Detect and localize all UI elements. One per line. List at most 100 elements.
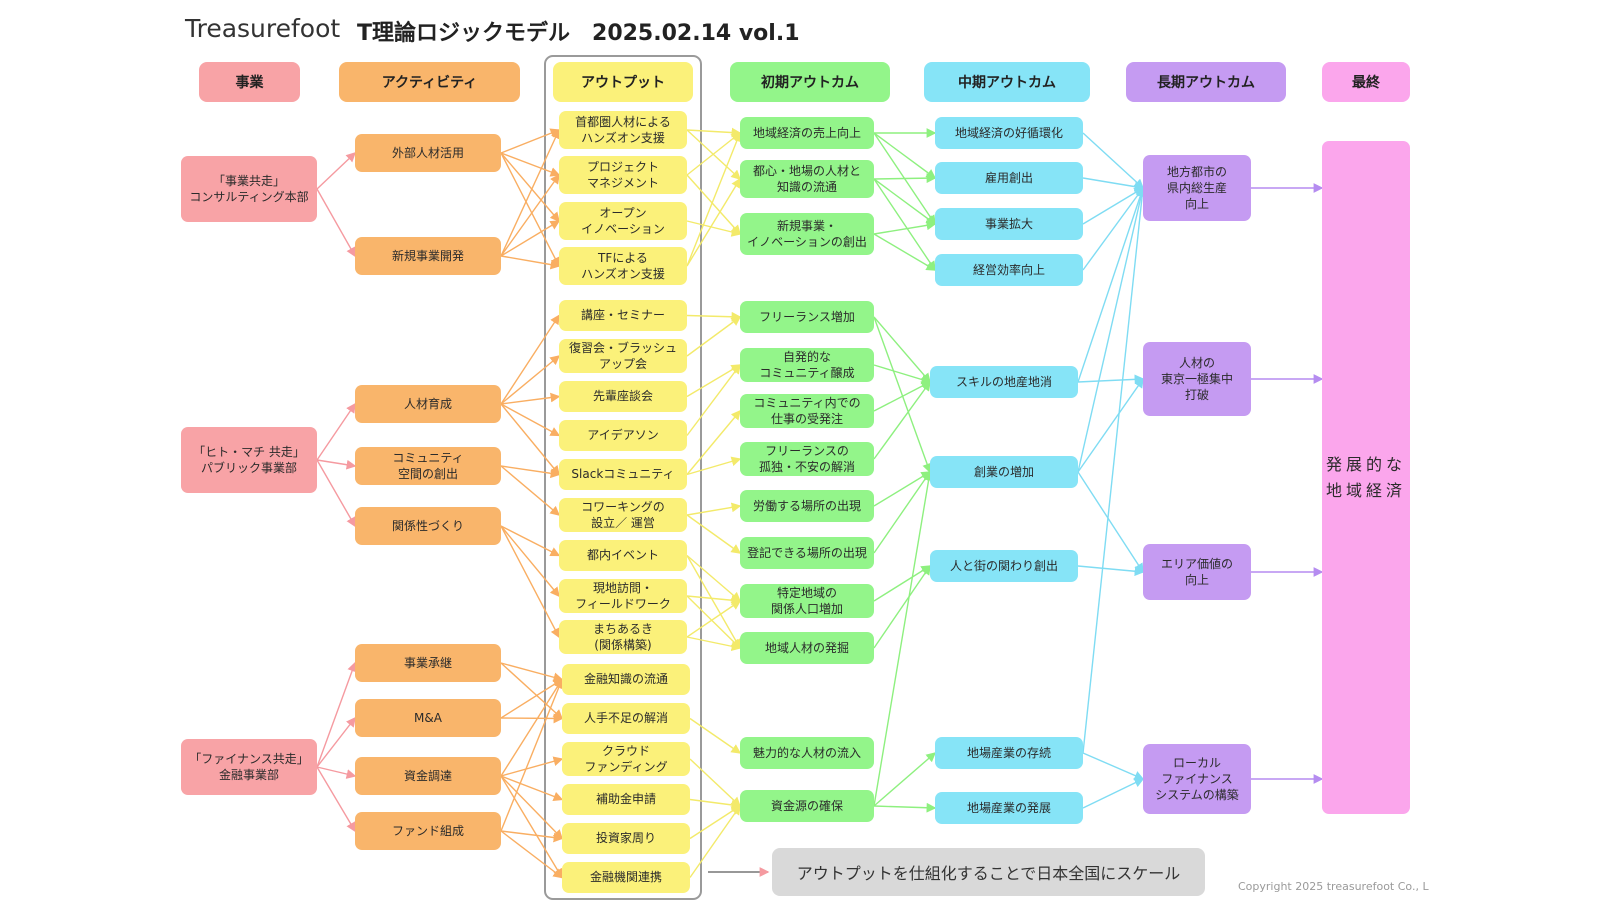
connector-I11-M7 <box>873 564 931 649</box>
connector-M6-L1 <box>1077 186 1146 473</box>
output-metro-handson: 首都圏人材による ハンズオン支援 <box>559 111 687 149</box>
connector-O11-I10 <box>686 554 742 602</box>
initial-regional-sales: 地域経済の売上向上 <box>740 117 874 149</box>
connector-O13-I10 <box>686 600 742 638</box>
connector-I13-M8 <box>873 752 937 807</box>
connector-M8-L4 <box>1082 752 1145 781</box>
connector-A3-O9 <box>500 403 560 476</box>
connector-O3-I3 <box>686 220 742 237</box>
column-header-output: アウトプット <box>553 62 693 102</box>
connector-M4-L1 <box>1082 186 1144 271</box>
mid-local-industry-survival: 地場産業の存続 <box>935 737 1083 769</box>
connector-I10-M7 <box>873 565 932 602</box>
connector-A2-O4 <box>500 255 561 270</box>
connector-A1-O2 <box>500 152 561 177</box>
column-header-long-outcome: 長期アウトカム <box>1126 62 1286 102</box>
output-ideathon: アイデアソン <box>559 420 687 451</box>
output-seminar: 講座・セミナー <box>559 300 687 331</box>
connector-O9-I7 <box>686 456 742 476</box>
activity-new-business: 新規事業開発 <box>355 237 501 275</box>
activity-external-talent: 外部人材活用 <box>355 134 501 172</box>
output-senior-talk: 先輩座談会 <box>559 381 687 412</box>
connector-A8-O19 <box>500 775 563 879</box>
column-header-activity: アクティビティ <box>339 62 520 102</box>
connector-B3-A7 <box>316 716 356 768</box>
connector-O2-I1 <box>686 132 742 176</box>
long-regional-gdp: 地方都市の 県内総生産 向上 <box>1143 155 1251 221</box>
connector-O12-I10 <box>686 595 742 606</box>
connector-I6-M5 <box>873 381 932 412</box>
output-tf-handson: TFによる ハンズオン支援 <box>559 247 687 285</box>
initial-freelance-isolation: フリーランスの 孤独・不安の解消 <box>740 442 874 476</box>
initial-workplace: 労働する場所の出現 <box>740 490 874 522</box>
connector-I2-M4 <box>873 178 936 272</box>
activity-fund-formation: ファンド組成 <box>355 812 501 850</box>
connector-A2-O2 <box>500 173 560 257</box>
mid-startup-increase: 創業の増加 <box>930 456 1078 488</box>
connector-B1-A1 <box>316 152 357 190</box>
activity-m-and-a: M&A <box>355 699 501 737</box>
connector-A5-O13 <box>500 525 560 639</box>
connector-O1-I1 <box>686 127 742 138</box>
connector-O12-I11 <box>686 595 741 649</box>
connector-O19-I13 <box>689 804 741 878</box>
connector-O18-I13 <box>689 805 742 840</box>
connector-O11-I11 <box>686 555 741 650</box>
connector-O16-I13 <box>689 758 742 807</box>
connector-A8-O14 <box>500 678 563 777</box>
connector-I2-M3 <box>873 178 937 225</box>
output-bank-partnership: 金融機関連携 <box>562 862 690 893</box>
connector-B1-A2 <box>316 188 356 258</box>
connector-M9-L4 <box>1082 778 1145 809</box>
initial-related-population: 特定地域の 関係人口増加 <box>740 584 874 618</box>
connector-A7-O14 <box>500 678 564 719</box>
connector-A3-O6 <box>500 355 561 405</box>
connector-M6-L3 <box>1077 471 1144 574</box>
column-header-final: 最終 <box>1322 62 1410 102</box>
mid-local-skills: スキルの地産地消 <box>930 366 1078 398</box>
connector-O2-I3 <box>686 174 741 236</box>
output-fieldwork: 現地訪問・ フィールドワーク <box>559 579 687 613</box>
connector-O15-I12 <box>689 717 742 754</box>
output-column-frame <box>544 55 702 900</box>
mid-job-creation: 雇用創出 <box>935 162 1083 194</box>
connector-B3-A6 <box>316 661 357 768</box>
column-header-initial-outcome: 初期アウトカム <box>730 62 890 102</box>
connector-O13-I11 <box>686 636 742 652</box>
connector-A1-O3 <box>500 152 560 223</box>
output-investors: 投資家周り <box>562 823 690 854</box>
initial-attractive-talent: 魅力的な人材の流入 <box>740 737 874 769</box>
connector-A5-O12 <box>500 525 560 598</box>
connector-O7-I5 <box>686 364 742 398</box>
connector-B2-A5 <box>316 459 356 528</box>
initial-local-talent: 地域人材の発掘 <box>740 632 874 664</box>
connector-O4-I1 <box>686 131 742 267</box>
long-local-finance: ローカル ファイナンス システムの構築 <box>1143 744 1251 814</box>
connector-M2-L1 <box>1082 177 1145 192</box>
connector-A8-O17 <box>500 775 564 802</box>
connector-A8-O16 <box>500 756 564 777</box>
initial-freelance-increase: フリーランス増加 <box>740 301 874 333</box>
output-finance-knowledge: 金融知識の流通 <box>562 664 690 695</box>
long-area-value: エリア価値の 向上 <box>1143 544 1251 600</box>
column-header-mid-outcome: 中期アウトカム <box>924 62 1090 102</box>
activity-business-succession: 事業承継 <box>355 644 501 682</box>
connector-M6-L2 <box>1077 377 1144 473</box>
connector-A2-O1 <box>500 128 560 257</box>
scale-note: アウトプットを仕組化することで日本全国にスケール <box>772 848 1205 896</box>
connector-I2-M2 <box>873 173 937 184</box>
connector-A9-O18 <box>500 830 564 843</box>
connector-A1-O4 <box>500 152 560 268</box>
connector-I3-M3 <box>873 220 937 235</box>
mid-local-industry-growth: 地場産業の発展 <box>935 792 1083 824</box>
connector-O6-I4 <box>686 316 742 357</box>
connector-M3-L1 <box>1082 187 1145 225</box>
copyright-text: Copyright 2025 treasurefoot Co., L <box>1238 880 1429 893</box>
output-slack-community: Slackコミュニティ <box>559 459 687 490</box>
connector-O17-I13 <box>689 798 742 810</box>
connector-I8-M6 <box>873 471 932 507</box>
initial-talent-flow: 都心・地場の人材と 知識の流通 <box>740 160 874 198</box>
connector-A6-O14 <box>500 662 564 683</box>
connector-A3-O8 <box>500 403 561 437</box>
